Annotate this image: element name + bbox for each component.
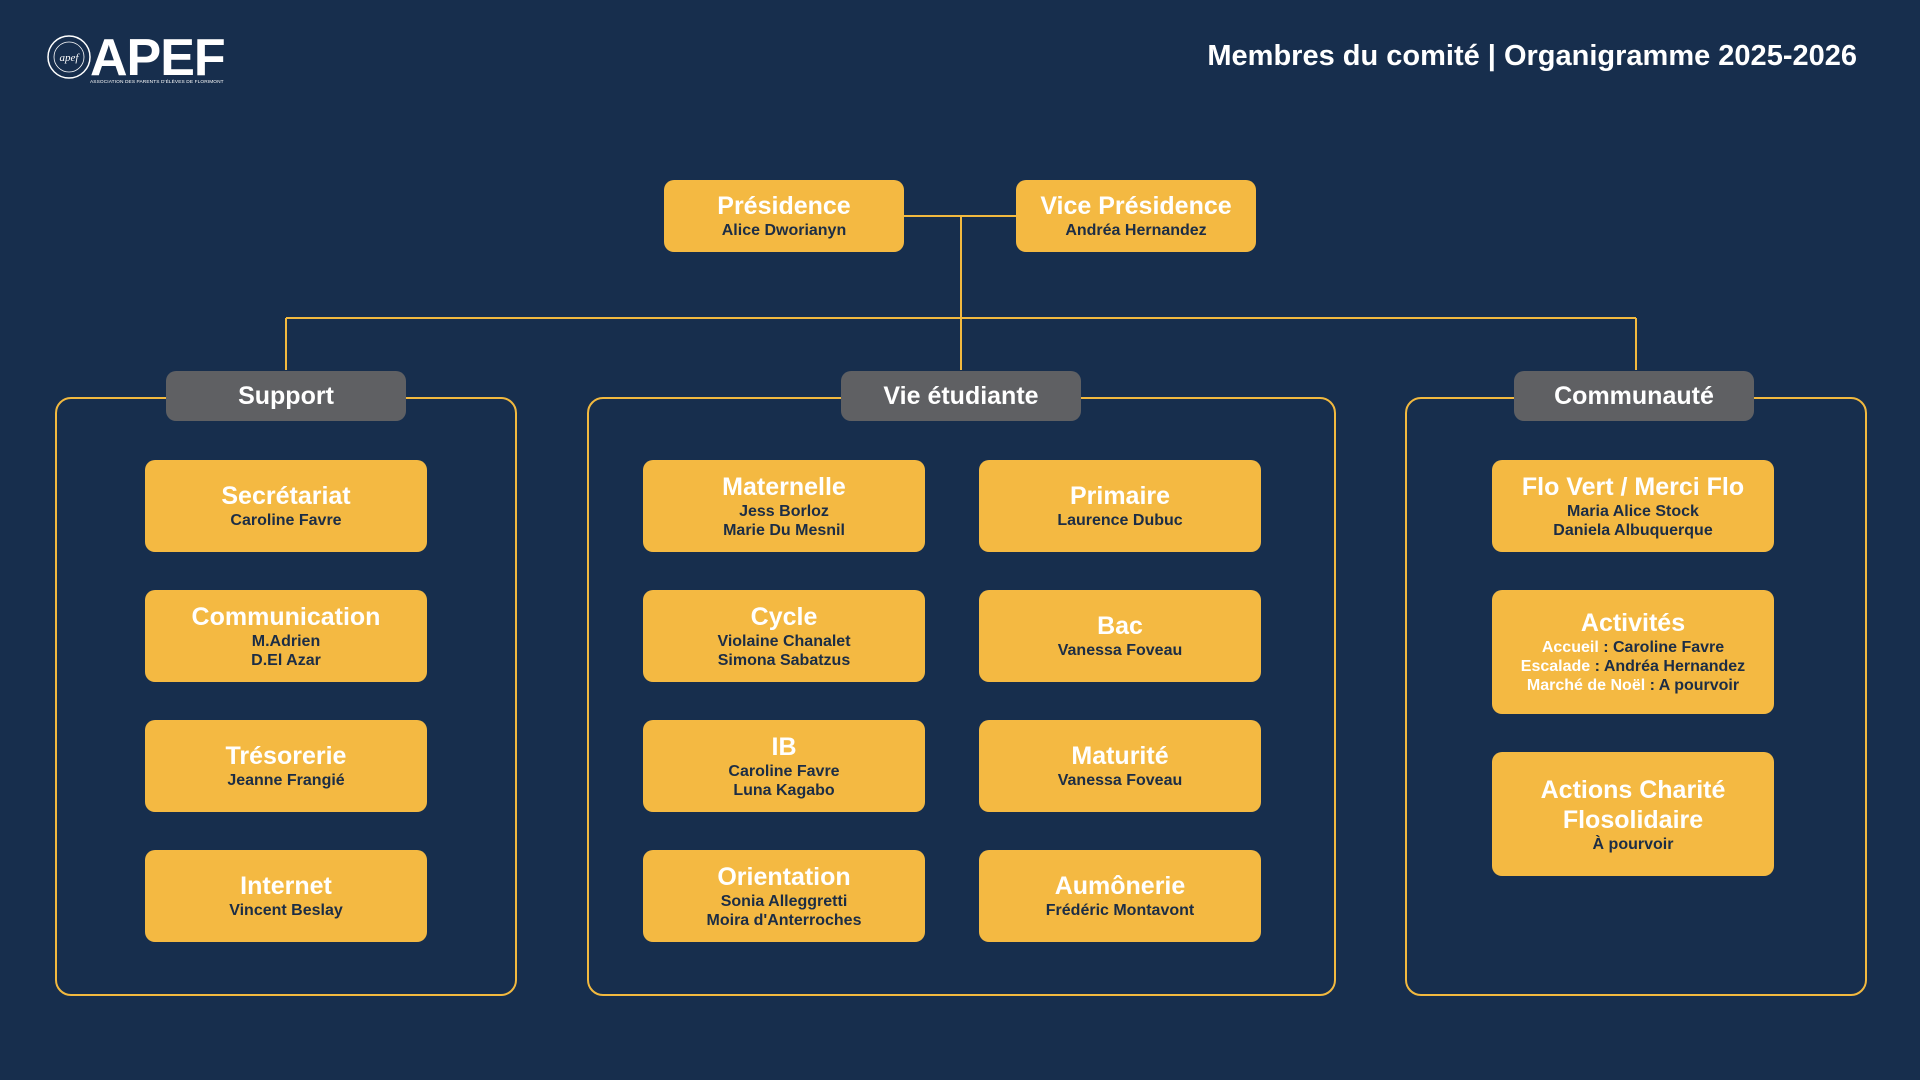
card-title: Aumônerie bbox=[1054, 872, 1186, 900]
card-member: Simona Sabatzus bbox=[717, 651, 851, 669]
card-member: Maria Alice Stock bbox=[1567, 502, 1699, 520]
communaute-group-header: Communauté bbox=[1514, 371, 1754, 421]
card-title: Communication bbox=[191, 602, 381, 631]
card-member: M.Adrien bbox=[251, 632, 321, 650]
card-member: Daniela Albuquerque bbox=[1553, 521, 1713, 539]
activites-card: Activités Accueil : Caroline Favre Escal… bbox=[1492, 590, 1774, 714]
activity-member: A pourvoir bbox=[1658, 677, 1740, 694]
apef-logo: apef APEF ASSOCIATION DES PARENTS D'ÉLÈV… bbox=[46, 29, 246, 88]
activity-member: Caroline Favre bbox=[1612, 639, 1725, 656]
card-member: À pourvoir bbox=[1592, 835, 1674, 853]
card-title: IB bbox=[771, 732, 797, 761]
svg-text:apef: apef bbox=[60, 52, 81, 64]
card-member: Vanessa Foveau bbox=[1057, 772, 1183, 789]
card-member: Vincent Beslay bbox=[229, 902, 343, 919]
activity-member: Andréa Hernandez bbox=[1603, 658, 1746, 675]
activity-row: Escalade : Andréa Hernandez bbox=[1521, 657, 1745, 676]
card-title: Primaire bbox=[1069, 482, 1171, 510]
card-title: Maternelle bbox=[722, 472, 846, 501]
card-member: Frédéric Montavont bbox=[1045, 902, 1195, 919]
activity-label: Accueil bbox=[1541, 639, 1599, 656]
activity-separator: : bbox=[1645, 677, 1659, 694]
logo-wordmark: APEF bbox=[90, 29, 226, 87]
tresorerie-card: Trésorerie Jeanne Frangié bbox=[145, 720, 427, 812]
orientation-card: Orientation Sonia Alleggretti Moira d'An… bbox=[643, 850, 925, 942]
card-member: Sonia Alleggretti bbox=[720, 892, 848, 910]
card-member: Violaine Chanalet bbox=[717, 632, 851, 650]
logo-seal-icon: apef bbox=[47, 35, 91, 79]
support-group-header: Support bbox=[166, 371, 406, 421]
card-title: Actions Charité bbox=[1540, 775, 1726, 804]
activity-separator: : bbox=[1598, 639, 1613, 656]
cycle-card: Cycle Violaine Chanalet Simona Sabatzus bbox=[643, 590, 925, 682]
vie-etudiante-group-header: Vie étudiante bbox=[841, 371, 1081, 421]
card-title: Orientation bbox=[717, 862, 851, 891]
card-member: Caroline Favre bbox=[230, 512, 342, 529]
flo-vert-card: Flo Vert / Merci Flo Maria Alice Stock D… bbox=[1492, 460, 1774, 552]
card-title: Secrétariat bbox=[221, 482, 351, 510]
card-member: Luna Kagabo bbox=[733, 781, 835, 799]
activity-label: Marché de Noël bbox=[1526, 677, 1646, 694]
primaire-card: Primaire Laurence Dubuc bbox=[979, 460, 1261, 552]
internet-card: Internet Vincent Beslay bbox=[145, 850, 427, 942]
card-title-line-2: Flosolidaire bbox=[1562, 805, 1704, 834]
card-title: Cycle bbox=[750, 602, 818, 631]
card-title: Vice Présidence bbox=[1040, 192, 1232, 220]
card-member: Alice Dworianyn bbox=[721, 222, 847, 239]
communication-card: Communication M.Adrien D.El Azar bbox=[145, 590, 427, 682]
card-member: Moira d'Anterroches bbox=[706, 911, 862, 929]
card-title: Flo Vert / Merci Flo bbox=[1521, 472, 1745, 501]
page-title: Membres du comité | Organigramme 2025-20… bbox=[1207, 40, 1857, 72]
card-member: Vanessa Foveau bbox=[1057, 642, 1183, 659]
activity-separator: : bbox=[1590, 658, 1604, 675]
activity-label: Escalade bbox=[1520, 658, 1591, 675]
card-member: Andréa Hernandez bbox=[1065, 222, 1207, 239]
card-member: D.El Azar bbox=[251, 651, 321, 669]
bac-card: Bac Vanessa Foveau bbox=[979, 590, 1261, 682]
actions-charite-card: Actions Charité Flosolidaire À pourvoir bbox=[1492, 752, 1774, 876]
maternelle-card: Maternelle Jess Borloz Marie Du Mesnil bbox=[643, 460, 925, 552]
card-title: Trésorerie bbox=[225, 742, 347, 770]
card-member: Laurence Dubuc bbox=[1057, 512, 1183, 529]
presidence-card: Présidence Alice Dworianyn bbox=[664, 180, 904, 252]
card-title: Activités bbox=[1580, 609, 1686, 637]
maturite-card: Maturité Vanessa Foveau bbox=[979, 720, 1261, 812]
card-member: Jeanne Frangié bbox=[227, 772, 345, 789]
activity-row: Marché de Noël : A pourvoir bbox=[1527, 676, 1739, 695]
card-member: Jess Borloz bbox=[739, 502, 829, 520]
card-title: Bac bbox=[1097, 612, 1143, 640]
logo-subtitle: ASSOCIATION DES PARENTS D'ÉLÈVES DE FLOR… bbox=[90, 80, 224, 85]
secretariat-card: Secrétariat Caroline Favre bbox=[145, 460, 427, 552]
aumonerie-card: Aumônerie Frédéric Montavont bbox=[979, 850, 1261, 942]
vice-presidence-card: Vice Présidence Andréa Hernandez bbox=[1016, 180, 1256, 252]
card-member: Marie Du Mesnil bbox=[723, 521, 845, 539]
card-title: Internet bbox=[240, 872, 332, 900]
ib-card: IB Caroline Favre Luna Kagabo bbox=[643, 720, 925, 812]
card-title: Présidence bbox=[717, 192, 851, 220]
card-member: Caroline Favre bbox=[728, 762, 840, 780]
card-title: Maturité bbox=[1071, 742, 1169, 770]
activity-row: Accueil : Caroline Favre bbox=[1542, 638, 1724, 657]
